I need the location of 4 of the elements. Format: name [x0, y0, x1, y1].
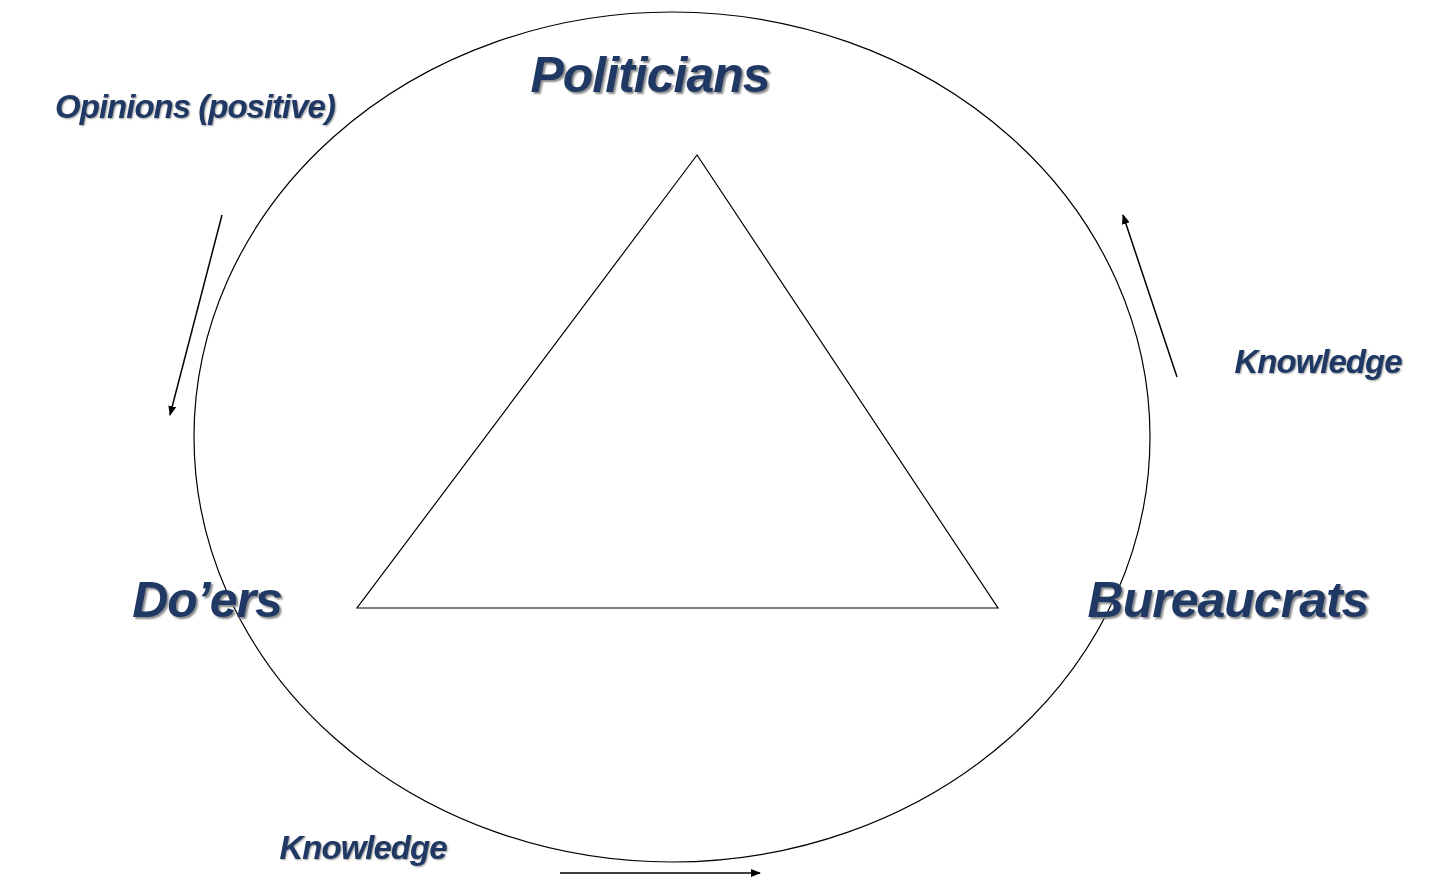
flow-label: Knowledge [279, 829, 447, 867]
flow-label: Knowledge [1234, 343, 1402, 381]
role-label: Politicians [530, 46, 770, 104]
flow-label: Opinions (positive) [55, 88, 335, 126]
